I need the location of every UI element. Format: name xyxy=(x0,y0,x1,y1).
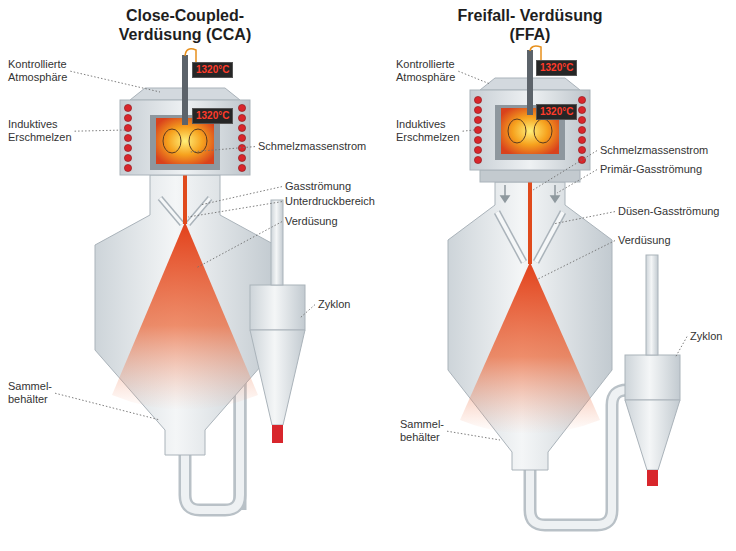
induction-coil xyxy=(124,96,585,171)
temperature-display: 1320°C xyxy=(536,60,577,76)
callout-label: Kontrollierte Atmosphäre xyxy=(396,58,468,84)
temperature-value: 1320°C xyxy=(540,106,573,117)
leader-line xyxy=(70,71,160,92)
callout-label: Kontrollierte Atmosphäre xyxy=(8,58,80,84)
callout-label: Gasströmung xyxy=(285,180,351,193)
leader-line xyxy=(190,147,255,152)
temperature-display: 1320°C xyxy=(536,104,577,120)
leader-line xyxy=(55,393,160,420)
callout-label: Schmelzmassenstrom xyxy=(600,144,708,157)
leader-line xyxy=(196,222,282,268)
leader-line xyxy=(675,337,687,358)
callout-label: Induktives Erschmelzen xyxy=(8,118,80,144)
callout-label: Düsen-Gasströmung xyxy=(618,205,720,218)
callout-label: Primär-Gasströmung xyxy=(600,163,702,176)
diagram-heading: Close-Coupled- Verdüsung (CCA) xyxy=(110,6,260,44)
cca-unit xyxy=(95,49,305,510)
leader-line xyxy=(557,170,597,193)
callout-label: Verdüsung xyxy=(285,215,338,228)
leader-line xyxy=(458,71,490,84)
leader-line xyxy=(463,130,474,131)
callout-label: Zyklon xyxy=(318,298,350,311)
leader-line xyxy=(300,305,315,318)
leader-line xyxy=(75,130,126,131)
diagram-heading: Freifall- Verdüsung (FFA) xyxy=(455,6,605,44)
callout-label: Sammel- behälter xyxy=(8,380,63,406)
temperature-display: 1320°C xyxy=(192,62,233,78)
temperature-value: 1320°C xyxy=(196,110,229,121)
callout-label: Sammel- behälter xyxy=(400,418,455,444)
callout-label: Induktives Erschmelzen xyxy=(396,118,468,144)
leader-line xyxy=(536,241,615,280)
temperature-value: 1320°C xyxy=(196,64,229,75)
callout-label: Verdüsung xyxy=(618,234,671,247)
leader-line xyxy=(447,431,500,440)
ffa-unit xyxy=(448,46,680,525)
temperature-value: 1320°C xyxy=(540,62,573,73)
callout-label: Schmelzmassenstrom xyxy=(258,140,366,153)
leader-line xyxy=(200,187,282,205)
leader-line xyxy=(533,151,597,190)
leader-line xyxy=(188,202,282,217)
callout-label: Zyklon xyxy=(690,330,722,343)
leader-line xyxy=(553,212,615,224)
callout-label: Unterdruckbereich xyxy=(285,195,375,208)
temperature-display: 1320°C xyxy=(192,108,233,124)
